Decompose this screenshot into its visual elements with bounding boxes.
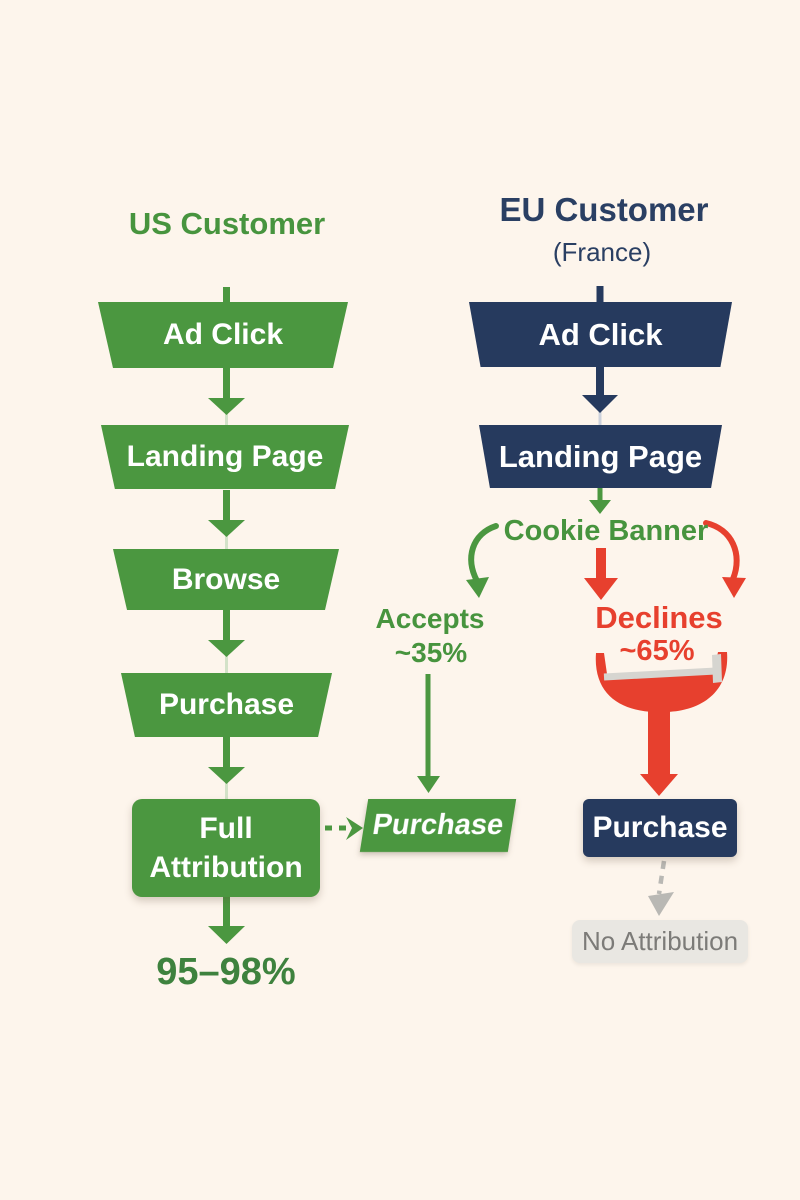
us-step-purchase: Purchase [121, 673, 332, 737]
us-attribution-rate: 95–98% [156, 951, 296, 993]
declines-funnel-icon [595, 652, 728, 796]
accepts-long-arrow [417, 674, 440, 793]
eu-title-stub [596, 286, 604, 302]
declines-straight-arrow [584, 548, 618, 600]
no-attribution-box: No Attribution [572, 920, 748, 963]
us-column-title: US Customer [128, 206, 326, 241]
eu-step-ad-click: Ad Click [469, 302, 732, 367]
tracked-purchase-box: Purchase [359, 799, 517, 852]
us-flow-arrows [208, 287, 245, 944]
us-arrow-down-1 [208, 368, 245, 415]
funnel-stem [648, 706, 670, 778]
eu-arrow-down-1 [582, 367, 618, 413]
us-full-attribution-box: Full Attribution [132, 799, 320, 897]
funnel-rim-right [712, 654, 722, 683]
eu-flow-arrows [582, 286, 618, 413]
full-attribution-line2: Attribution [149, 851, 303, 884]
us-arrow-down-2 [208, 490, 245, 537]
full-attribution-line1: Full [199, 812, 253, 845]
eu-column-subtitle: (France) [552, 237, 652, 267]
funnel-bowl [595, 652, 728, 712]
us-step-browse: Browse [113, 549, 339, 610]
cookie-banner-connector [589, 488, 611, 514]
eu-step-landing-page: Landing Page [479, 425, 722, 488]
cookie-banner-label: Cookie Banner [503, 515, 709, 547]
attribution-dashed-arrow [325, 817, 363, 840]
declines-curve-arrow [703, 520, 746, 598]
us-arrow-down-3 [208, 610, 245, 657]
us-step-ad-click: Ad Click [98, 302, 348, 368]
declines-label: Declines [595, 600, 723, 635]
eu-column-title: EU Customer [499, 191, 709, 228]
funnel-rim [603, 667, 717, 681]
eu-purchase-box: Purchase [583, 799, 737, 857]
funnel-arrowhead [640, 774, 678, 796]
accepts-label: Accepts [375, 603, 485, 634]
us-arrow-down-4 [208, 737, 245, 784]
declines-rate: ~65% [619, 635, 695, 667]
us-result-arrow [208, 897, 245, 944]
us-title-stub [223, 287, 230, 303]
accepts-curve-arrow [466, 523, 499, 598]
accepts-rate: ~35% [394, 637, 468, 668]
us-step-landing-page: Landing Page [101, 425, 349, 489]
no-attribution-dashed-arrow [648, 860, 674, 916]
